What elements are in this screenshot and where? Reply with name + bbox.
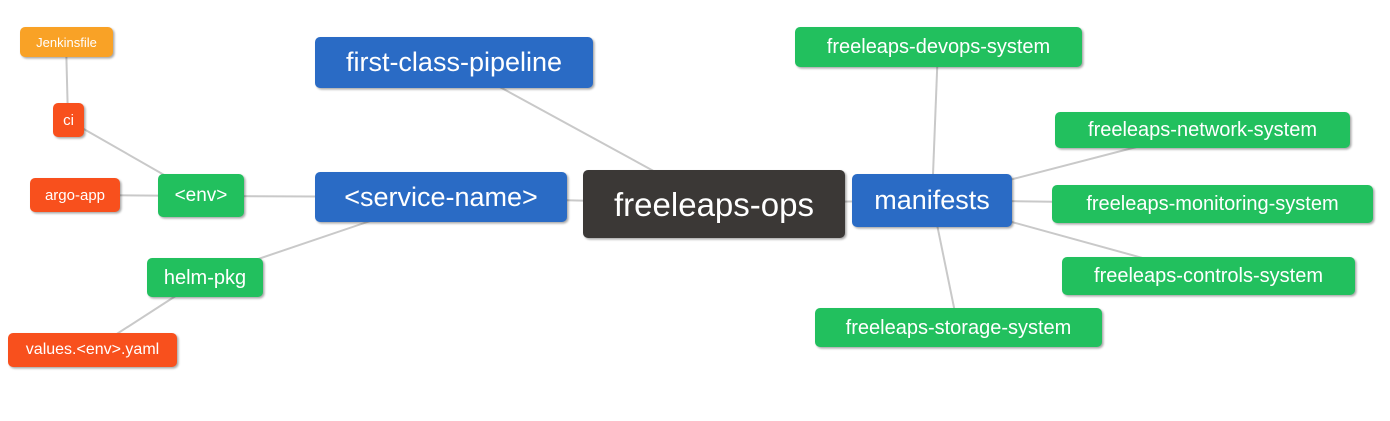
node-manifests[interactable]: manifests	[852, 174, 1012, 227]
node-argo-app[interactable]: argo-app	[30, 178, 120, 212]
node-network-system[interactable]: freeleaps-network-system	[1055, 112, 1350, 148]
node-helm-pkg[interactable]: helm-pkg	[147, 258, 263, 297]
node-controls-system[interactable]: freeleaps-controls-system	[1062, 257, 1355, 295]
node-ci[interactable]: ci	[53, 103, 84, 137]
node-devops-system[interactable]: freeleaps-devops-system	[795, 27, 1082, 67]
node-jenkinsfile[interactable]: Jenkinsfile	[20, 27, 113, 57]
node-first-class-pipeline[interactable]: first-class-pipeline	[315, 37, 593, 88]
node-storage-system[interactable]: freeleaps-storage-system	[815, 308, 1102, 347]
node-service-name[interactable]: <service-name>	[315, 172, 567, 222]
node-monitoring-system[interactable]: freeleaps-monitoring-system	[1052, 185, 1373, 223]
node-env[interactable]: <env>	[158, 174, 244, 217]
node-freeleaps-ops-root[interactable]: freeleaps-ops	[583, 170, 845, 238]
node-values-env-yaml[interactable]: values.<env>.yaml	[8, 333, 177, 367]
